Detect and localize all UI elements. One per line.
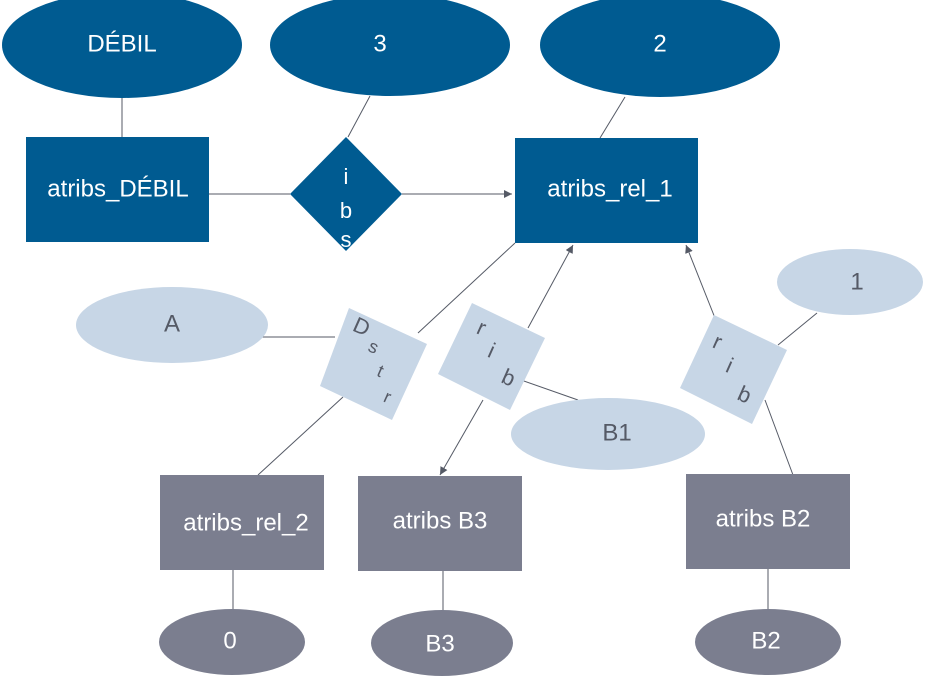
attr-two-label: 2 <box>653 30 666 57</box>
entity-b3-label: atribs B3 <box>393 507 488 534</box>
attr-debil-label: DÉBIL <box>87 30 156 57</box>
connector-rib2-b2 <box>764 399 794 476</box>
connector-two-attr <box>599 96 626 139</box>
entity-rel-1-label: atribs_rel_1 <box>547 175 672 202</box>
attr-two: 2 <box>540 0 780 97</box>
connectors <box>121 95 818 612</box>
connector-dstr-rel2 <box>257 396 344 476</box>
entity-rel-2-label: atribs_rel_2 <box>183 509 308 536</box>
attr-zero: 0 <box>159 609 305 675</box>
entity-b2-label: atribs B2 <box>716 505 811 532</box>
attr-b2-label: B2 <box>751 627 780 654</box>
connector-rib-b1 <box>520 379 579 401</box>
connector-three-attr <box>347 95 371 138</box>
attr-debil: DÉBIL <box>2 0 242 98</box>
attr-b1: B1 <box>511 398 705 470</box>
entity-rel-2: atribs_rel_2 <box>160 475 324 570</box>
attr-three: 3 <box>270 0 510 96</box>
attr-b2: B2 <box>695 609 841 675</box>
relation-rib-right: r i b <box>680 315 787 424</box>
attr-zero-label: 0 <box>223 627 236 654</box>
attr-a: A <box>76 287 268 363</box>
entity-b3: atribs B3 <box>358 476 522 571</box>
attr-b3: B3 <box>371 610 513 676</box>
entity-rel-1: atribs_rel_1 <box>515 138 698 243</box>
attr-a-label: A <box>164 310 180 337</box>
relation-ibs-char-3: s <box>341 227 352 252</box>
entity-debil: atribs_DÉBIL <box>26 137 209 242</box>
arrow-rib-b3 <box>439 399 484 476</box>
attr-three-label: 3 <box>373 30 386 57</box>
connector-dstr-rel1 <box>417 242 516 334</box>
entity-b2: atribs B2 <box>686 474 850 569</box>
entity-debil-label: atribs_DÉBIL <box>47 175 188 202</box>
relation-ibs-char-1: i <box>344 164 349 189</box>
attr-b1-label: B1 <box>602 419 631 446</box>
relation-dstr: D s t r <box>320 308 427 420</box>
relation-ibs-char-2: b <box>340 198 352 223</box>
arrow-rib-rel1 <box>527 244 574 329</box>
relation-rib-left: r i b <box>438 303 545 410</box>
arrow-rib2-rel1 <box>685 244 716 319</box>
attr-b3-label: B3 <box>425 630 454 657</box>
attr-one-label: 1 <box>850 268 863 295</box>
connector-rib2-one <box>777 312 818 346</box>
attr-one: 1 <box>777 249 923 315</box>
relation-ibs: i b s <box>290 137 402 252</box>
